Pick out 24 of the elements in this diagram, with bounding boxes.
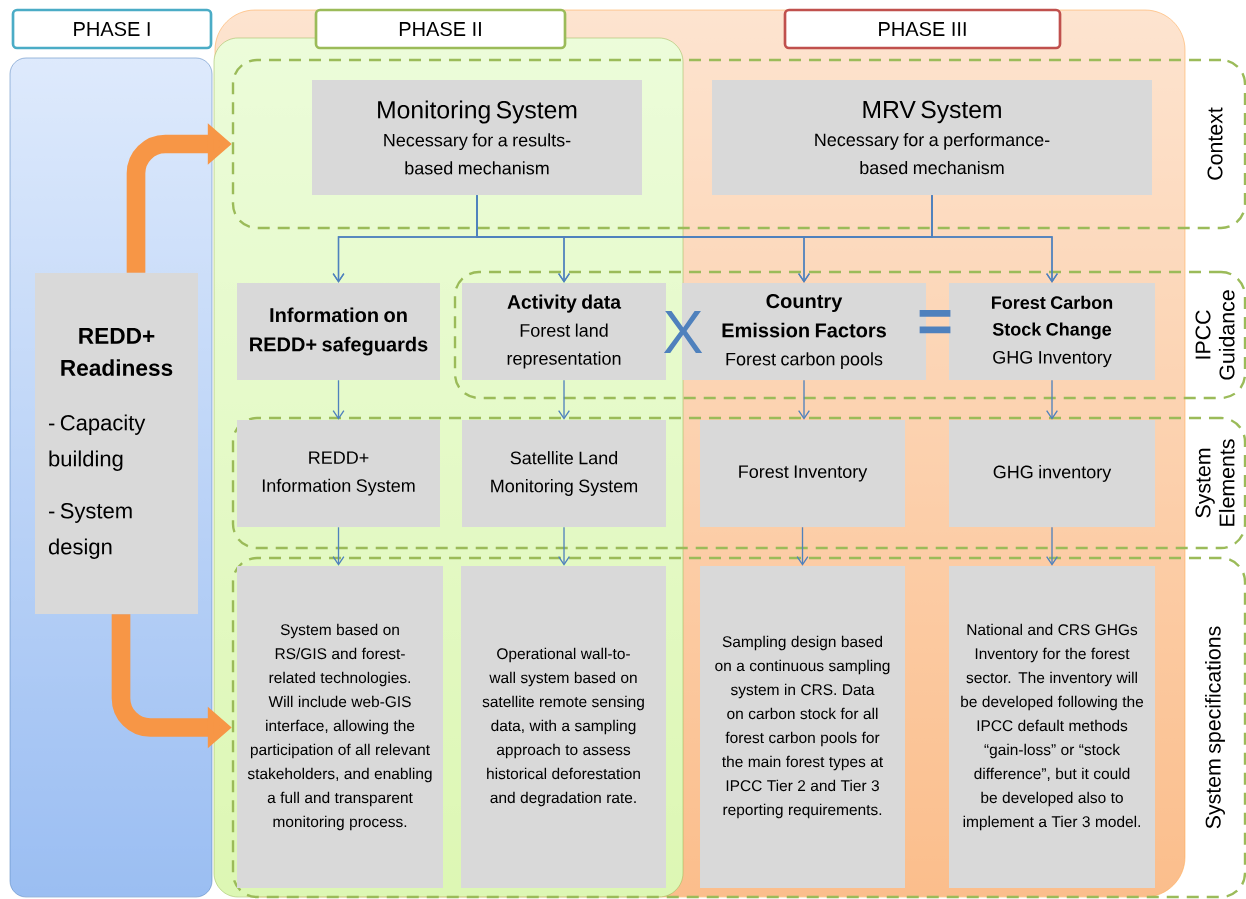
phase-label: PHASE I	[11, 8, 213, 50]
process-box: Satellite Land Monitoring System	[462, 420, 666, 527]
arrow	[931, 194, 1058, 283]
process-box: Information on REDD+ safeguards	[237, 283, 440, 380]
arrow	[798, 379, 810, 420]
arrow	[558, 379, 570, 420]
arrow	[558, 526, 570, 566]
process-box: Monitoring System Necessary for a results-based mechanism	[312, 80, 642, 195]
phase-label: PHASE III	[783, 8, 1062, 50]
arrow	[796, 526, 809, 566]
process-box: Forest Inventory	[700, 420, 905, 527]
text-box: Sampling design based on a continuous sampling system in CRS. Data on carbon stock for all forest carbon pools for the main forest types at IPCC Tier 2 and Tier 3 reporting requirements.	[700, 566, 905, 888]
arrow	[332, 526, 345, 566]
process-box: REDD+ Information System	[237, 420, 440, 527]
text-box: System based on RS/GIS and forest-related technologies. Will include web-GIS interface, allowing the participation of all relevant stakeholders, and enabling a full and transparent monitoring process.	[237, 566, 443, 888]
arrow	[1046, 526, 1058, 566]
text-box: National and CRS GHGs Inventory for the forest sector. The inventory will be developed following the IPCC default methods “gain-loss” or “stock difference”, but it could be developed also to implement a Tier 3 model.	[949, 566, 1155, 888]
arrow	[1046, 379, 1058, 420]
arrow	[332, 379, 345, 420]
readiness-box: REDD+ Readiness - Capacity building - System design	[35, 273, 198, 614]
process-box: GHG inventory	[949, 420, 1155, 527]
process-box: MRV System Necessary for a performance-based mechanism	[712, 80, 1152, 195]
phase-label: PHASE II	[314, 8, 567, 50]
text-box: Operational wall-to-wall system based on satellite remote sensing data, with a sampling approach to assess historical deforestation and degradation rate.	[461, 566, 666, 888]
